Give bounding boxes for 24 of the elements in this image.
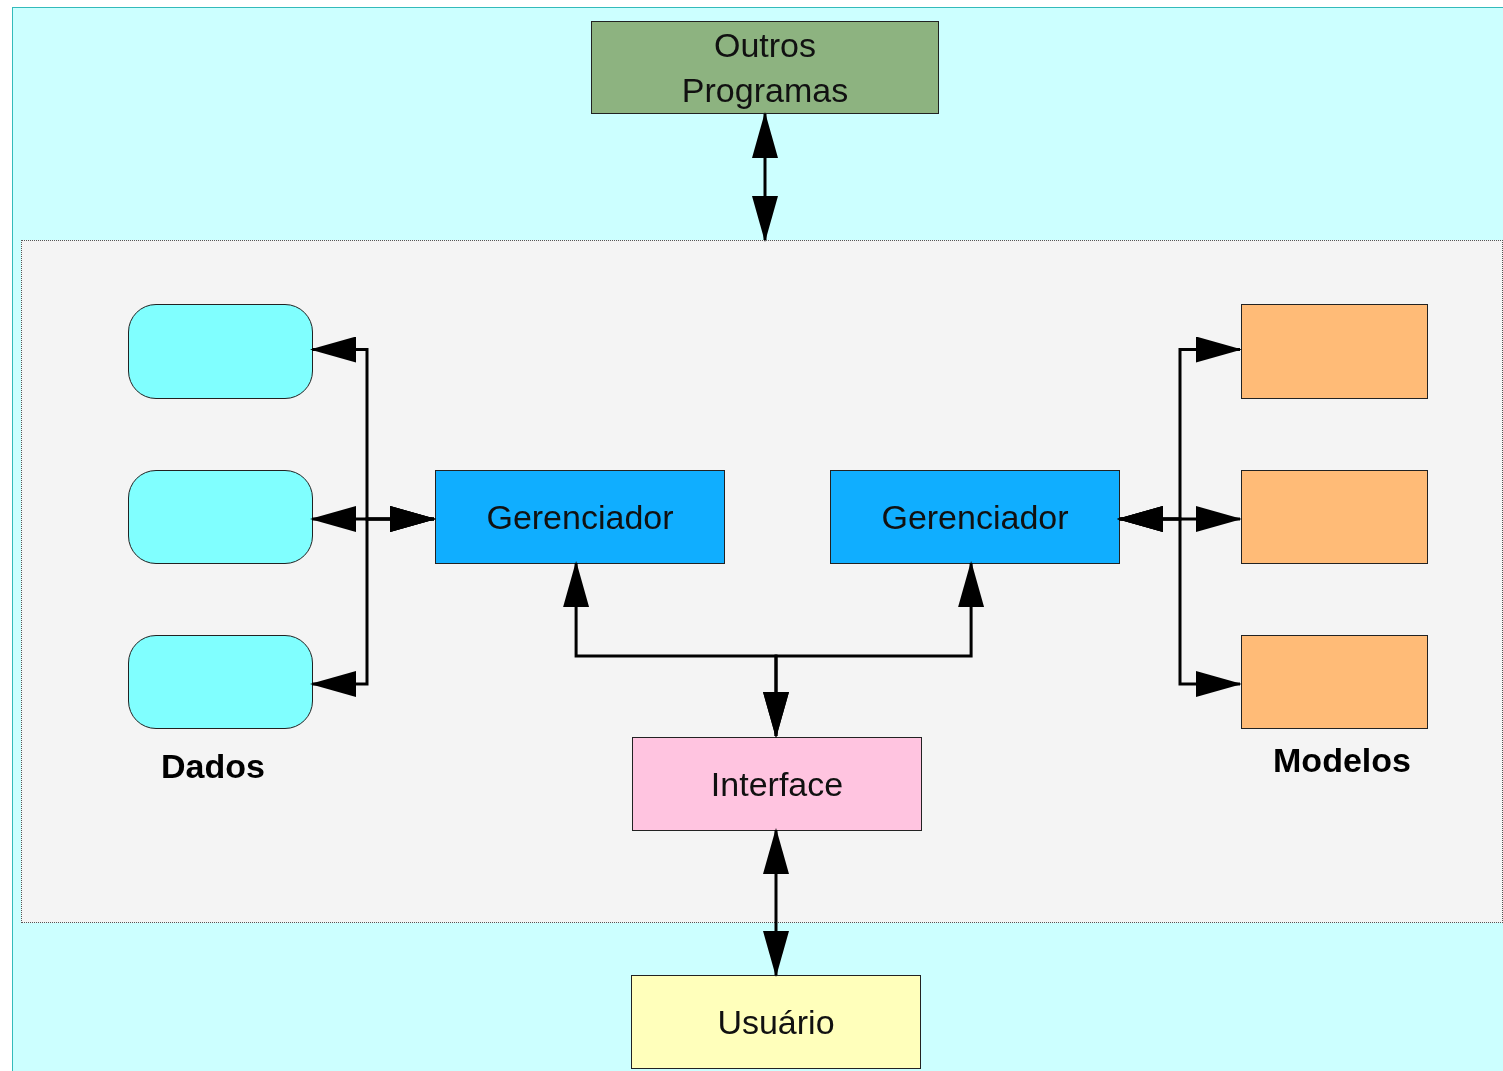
program-box xyxy=(591,21,939,114)
interface-box xyxy=(632,737,922,831)
model-box xyxy=(1241,304,1428,399)
user-box xyxy=(631,975,921,1069)
model-box xyxy=(1241,635,1428,729)
data-box xyxy=(128,635,313,729)
manager-box xyxy=(830,470,1120,564)
node-label: Interface xyxy=(710,763,844,805)
group-label: Modelos xyxy=(1273,740,1411,780)
double-arrow xyxy=(752,112,778,242)
data-box xyxy=(128,304,313,399)
node-label: Gerenciador xyxy=(486,496,674,538)
double-arrow xyxy=(310,506,436,697)
double-arrow xyxy=(1117,506,1242,697)
double-arrow xyxy=(763,561,985,738)
data-box xyxy=(128,470,313,564)
model-box xyxy=(1241,470,1428,564)
node-label: Outros Programas xyxy=(680,25,850,111)
system-panel xyxy=(21,240,1503,923)
double-arrow xyxy=(763,828,789,977)
node-label: Gerenciador xyxy=(881,496,1069,538)
group-label: Dados xyxy=(161,746,265,786)
node-label: Usuário xyxy=(717,1001,835,1043)
manager-box xyxy=(435,470,725,564)
